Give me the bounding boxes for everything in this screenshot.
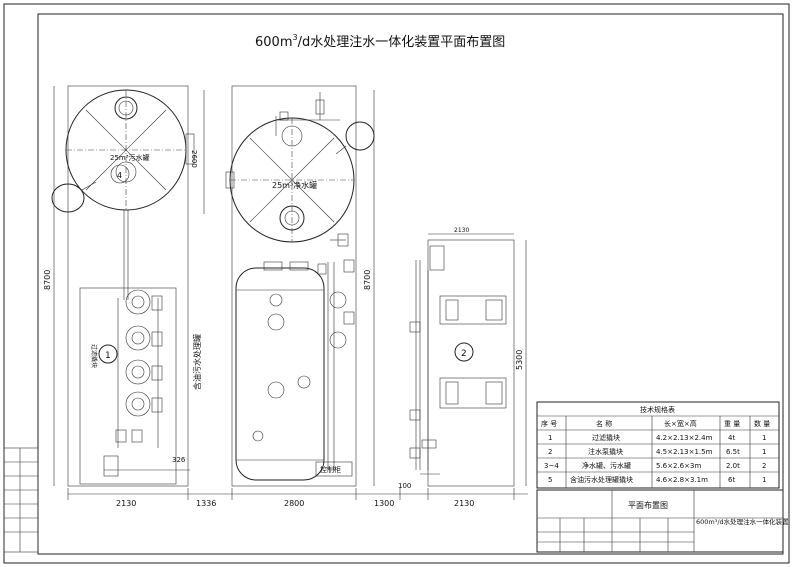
oily-water-vessel — [235, 267, 325, 481]
title-sup: 3 — [292, 33, 297, 42]
left-title-strip — [3, 447, 39, 553]
module-2-number: 2 — [461, 349, 467, 359]
spec-table: 技术规格表 序 号 名 称 长×宽×高 重 量 数 量 1 过滤撬块 4.2×2… — [536, 401, 780, 489]
spec-table-title: 技术规格表 — [640, 405, 675, 414]
module-4-number: 4 — [117, 171, 122, 180]
table-cell: 6t — [728, 476, 735, 484]
title-block: 平面布置图 600m³/d水处理注水一体化装置 — [536, 489, 789, 553]
dim-bottom-2130a: 2130 — [116, 499, 136, 508]
table-cell: 6.5t — [726, 448, 740, 456]
inner-border — [37, 13, 784, 555]
mid-tank-lobe — [345, 121, 375, 151]
table-cell: 2 — [548, 448, 552, 456]
table-cell: 5 — [548, 476, 552, 484]
module-2-marker — [454, 342, 474, 362]
table-cell: 4.2×2.13×2.4m — [656, 434, 713, 442]
control-cabinet-label: 控制柜 — [320, 465, 341, 474]
table-cell: 3~4 — [544, 462, 559, 470]
table-cell: 过滤撬块 — [592, 433, 620, 442]
left-tank-lobe — [51, 183, 85, 213]
dim-tank: 2600 — [190, 150, 198, 168]
left-module: 25m³污水罐 1 过滤撬块 — [51, 85, 195, 487]
table-cell: 1 — [762, 448, 766, 456]
dim-right-height: 5300 — [515, 350, 524, 370]
dim-bottom-2800: 2800 — [284, 499, 304, 508]
filter-skid-label: 过滤撬块 — [90, 344, 98, 368]
table-cell: 含油污水处理罐撬块 — [570, 475, 633, 484]
module-1-number: 1 — [105, 351, 111, 361]
dim-326: 326 — [172, 456, 186, 464]
control-cabinet — [315, 461, 353, 477]
project-name: 600m³/d水处理注水一体化装置 — [696, 517, 789, 526]
title-main: 600m — [255, 35, 292, 50]
table-cell: 净水罐、污水罐 — [582, 461, 631, 470]
middle-module: 25m³净水罐 含油污水处理罐 — [192, 85, 375, 487]
right-module: 2130 2 — [409, 227, 515, 487]
header-name: 名 称 — [596, 419, 612, 428]
filter-skid-outline — [79, 287, 177, 485]
table-cell: 2 — [762, 462, 766, 470]
title-rest: /d水处理注水一体化装置平面布置图 — [298, 35, 506, 50]
vessel-label: 含油污水处理罐 — [192, 334, 202, 390]
table-cell: 2.0t — [726, 462, 740, 470]
module-1-marker — [98, 344, 118, 364]
sewage-tank-label: 25m³污水罐 — [110, 153, 150, 162]
table-cell: 4.5×2.13×1.5m — [656, 448, 713, 456]
header-dims: 长×宽×高 — [664, 419, 697, 428]
header-qty: 数 量 — [754, 419, 770, 428]
table-cell: 4t — [728, 434, 735, 442]
dim-bottom-100: 100 — [398, 482, 411, 490]
table-cell: 1 — [548, 434, 552, 442]
table-cell: 1 — [762, 434, 766, 442]
table-cell: 5.6×2.6×3m — [656, 462, 701, 470]
dim-bottom-1300: 1300 — [374, 499, 394, 508]
dim-bottom-2130b: 2130 — [454, 499, 474, 508]
dim-left-height: 8700 — [43, 270, 52, 290]
drawing-title: 600m3/d水处理注水一体化装置平面布置图 — [255, 33, 505, 50]
dim-bottom-1336: 1336 — [196, 499, 216, 508]
table-cell: 1 — [762, 476, 766, 484]
table-cell: 4.6×2.8×3.1m — [656, 476, 708, 484]
header-weight: 重 量 — [724, 420, 740, 428]
table-cell: 注水泵撬块 — [588, 447, 623, 456]
drawing-name: 平面布置图 — [628, 500, 668, 510]
header-seq: 序 号 — [541, 419, 557, 428]
dim-mid-height: 8700 — [363, 270, 372, 290]
clean-tank-label: 25m³净水罐 — [272, 180, 317, 190]
outer-border — [3, 3, 790, 564]
dim-top-right: 2130 — [454, 227, 469, 234]
